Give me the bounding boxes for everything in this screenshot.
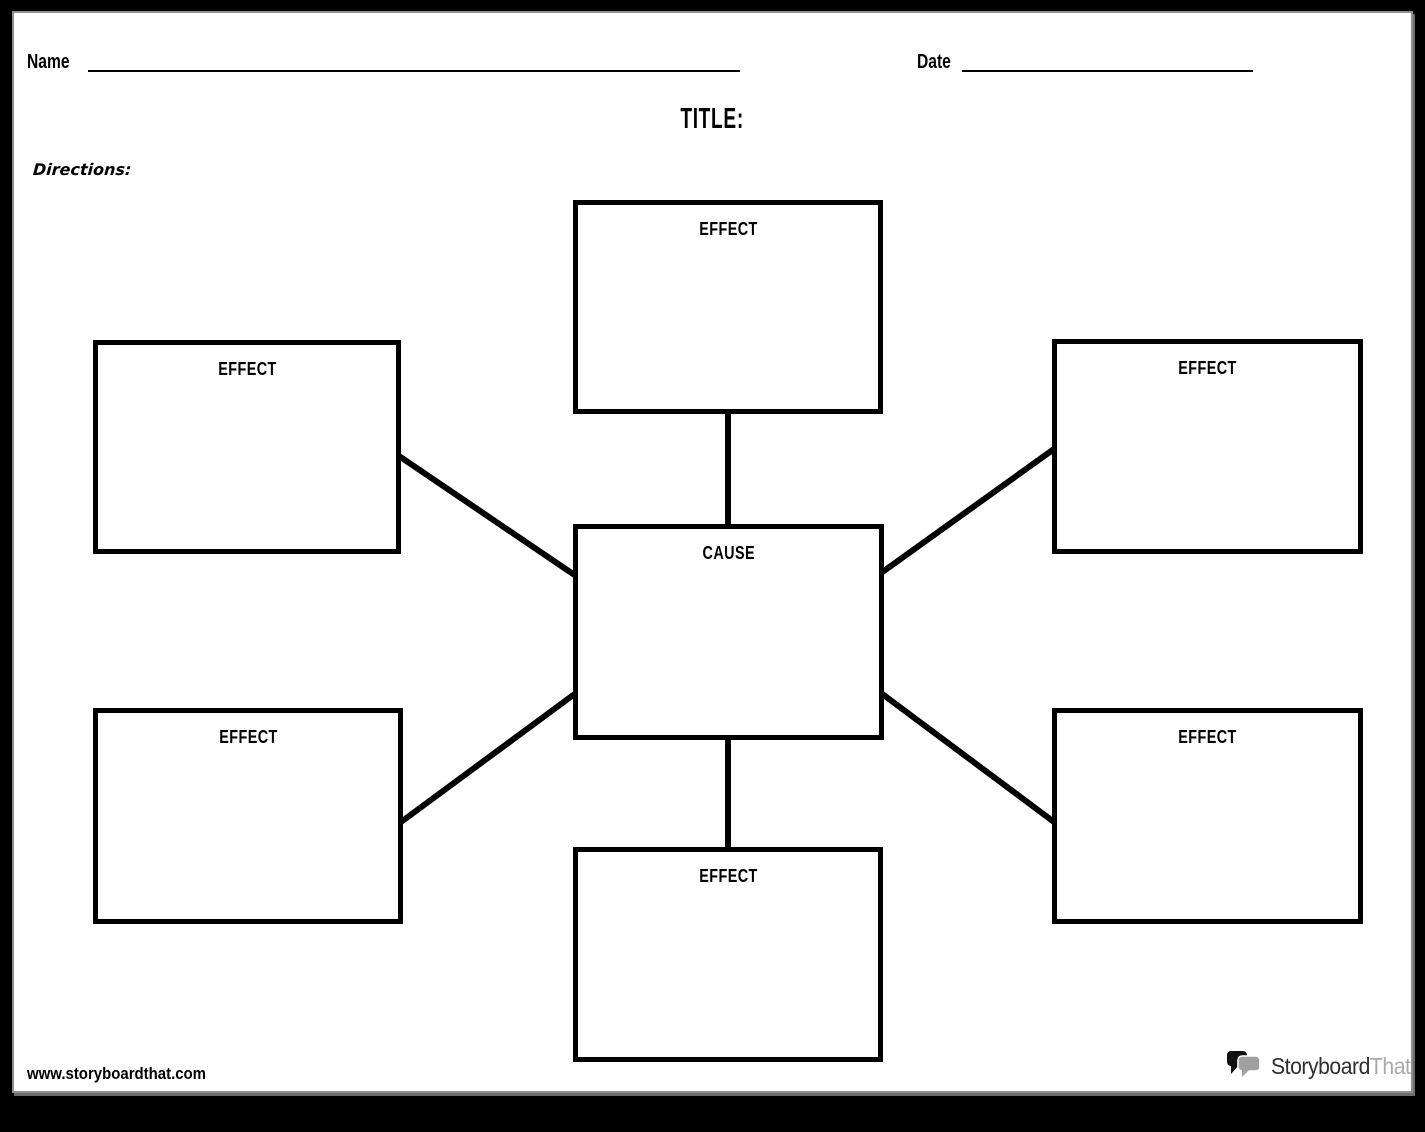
footer-url: www.storyboardthat.com bbox=[27, 1064, 230, 1084]
name-label: Name bbox=[27, 51, 81, 74]
name-input-line[interactable] bbox=[88, 70, 740, 72]
effect-box-right-top[interactable]: EFFECT bbox=[1052, 339, 1363, 554]
effect-box-label: EFFECT bbox=[1178, 727, 1237, 747]
effect-box-bottom[interactable]: EFFECT bbox=[573, 847, 883, 1062]
name-label-text: Name bbox=[27, 51, 70, 73]
directions-label: Directions: bbox=[32, 160, 133, 179]
logo-text-primary: Storyboard bbox=[1271, 1053, 1370, 1079]
date-label: Date bbox=[917, 51, 960, 74]
effect-box-right-bottom[interactable]: EFFECT bbox=[1052, 708, 1363, 924]
effect-box-label: EFFECT bbox=[217, 359, 277, 379]
effect-box-label: EFFECT bbox=[698, 866, 758, 886]
effect-box-left-bottom[interactable]: EFFECT bbox=[93, 708, 403, 924]
effect-box-label: EFFECT bbox=[698, 219, 758, 239]
effect-box-label: EFFECT bbox=[218, 727, 278, 747]
effect-box-left-top[interactable]: EFFECT bbox=[93, 340, 401, 554]
logo-text: StoryboardThat bbox=[1271, 1053, 1411, 1080]
storyboardthat-logo: StoryboardThat bbox=[1227, 1051, 1423, 1082]
date-input-line[interactable] bbox=[962, 70, 1253, 72]
title-label: TITLE: bbox=[0, 103, 1425, 136]
effect-box-top[interactable]: EFFECT bbox=[573, 200, 883, 414]
speech-bubbles-icon bbox=[1227, 1051, 1261, 1077]
footer-url-text: www.storyboardthat.com bbox=[27, 1064, 206, 1083]
effect-box-label: EFFECT bbox=[1178, 358, 1237, 378]
title-label-text: TITLE: bbox=[680, 103, 745, 135]
logo-text-secondary: That bbox=[1369, 1053, 1411, 1079]
cause-box-label: CAUSE bbox=[702, 543, 755, 563]
date-label-text: Date bbox=[917, 51, 951, 73]
cause-box[interactable]: CAUSE bbox=[573, 524, 884, 740]
